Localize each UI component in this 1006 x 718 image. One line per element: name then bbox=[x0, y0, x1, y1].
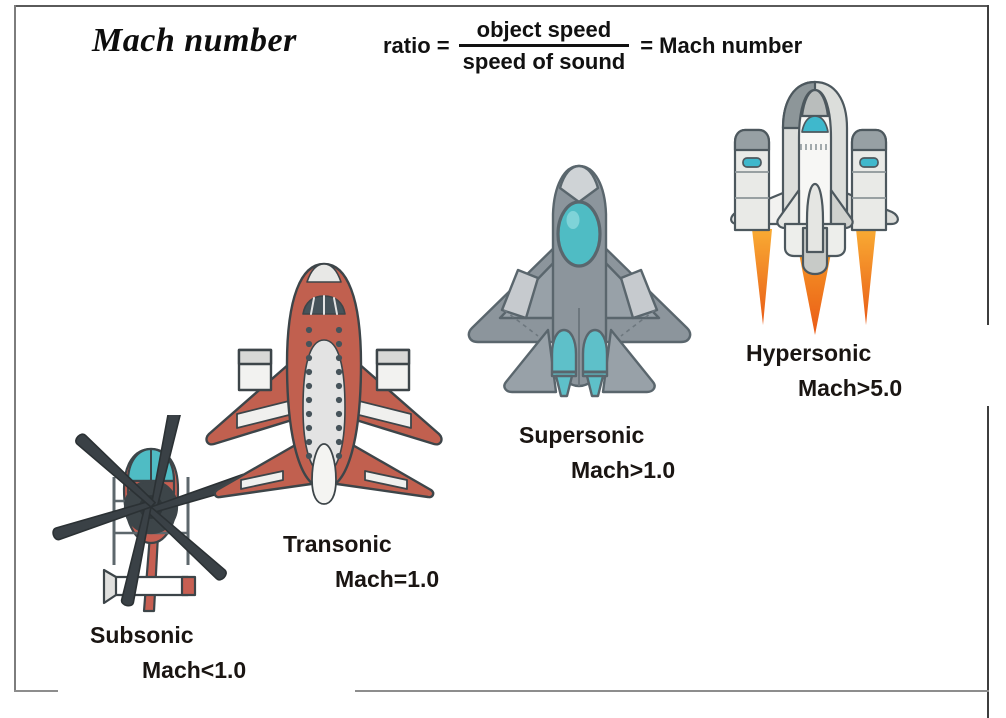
formula-tail: = Mach number bbox=[640, 32, 803, 58]
airliner-illustration bbox=[193, 258, 455, 508]
caption-supersonic: Supersonic Mach>1.0 bbox=[519, 418, 675, 488]
slide-border-top bbox=[14, 5, 989, 7]
fighter-jet-illustration bbox=[452, 158, 707, 398]
formula-denominator: speed of sound bbox=[462, 48, 626, 74]
slide-border-right-lower bbox=[987, 406, 989, 718]
slide-border-right-upper bbox=[987, 5, 989, 325]
caption-hypersonic: Hypersonic Mach>5.0 bbox=[746, 336, 902, 406]
regime-mach-transonic: Mach=1.0 bbox=[335, 565, 440, 592]
regime-mach-hypersonic: Mach>5.0 bbox=[798, 374, 903, 401]
regime-name-supersonic: Supersonic bbox=[519, 422, 645, 448]
space-shuttle-illustration bbox=[703, 72, 928, 337]
regime-name-hypersonic: Hypersonic bbox=[746, 340, 872, 366]
regime-mach-subsonic: Mach<1.0 bbox=[142, 656, 247, 683]
regime-name-subsonic: Subsonic bbox=[90, 622, 194, 648]
regime-name-transonic: Transonic bbox=[283, 531, 392, 557]
slide-border-left bbox=[14, 5, 16, 691]
formula-numerator: object speed bbox=[476, 17, 612, 42]
slide-border-bottom-left bbox=[14, 690, 58, 692]
page-title: Mach number bbox=[92, 22, 297, 59]
mach-formula: ratio = object speed speed of sound = Ma… bbox=[383, 18, 802, 74]
helicopter-illustration bbox=[38, 415, 273, 615]
regime-mach-supersonic: Mach>1.0 bbox=[571, 456, 676, 483]
formula-lead: ratio = bbox=[383, 32, 450, 58]
formula-fraction-bar bbox=[458, 43, 630, 47]
caption-subsonic: Subsonic Mach<1.0 bbox=[90, 618, 246, 688]
caption-transonic: Transonic Mach=1.0 bbox=[283, 527, 439, 597]
slide-border-bottom-right bbox=[355, 690, 989, 692]
formula-fraction: object speed speed of sound bbox=[458, 17, 630, 74]
